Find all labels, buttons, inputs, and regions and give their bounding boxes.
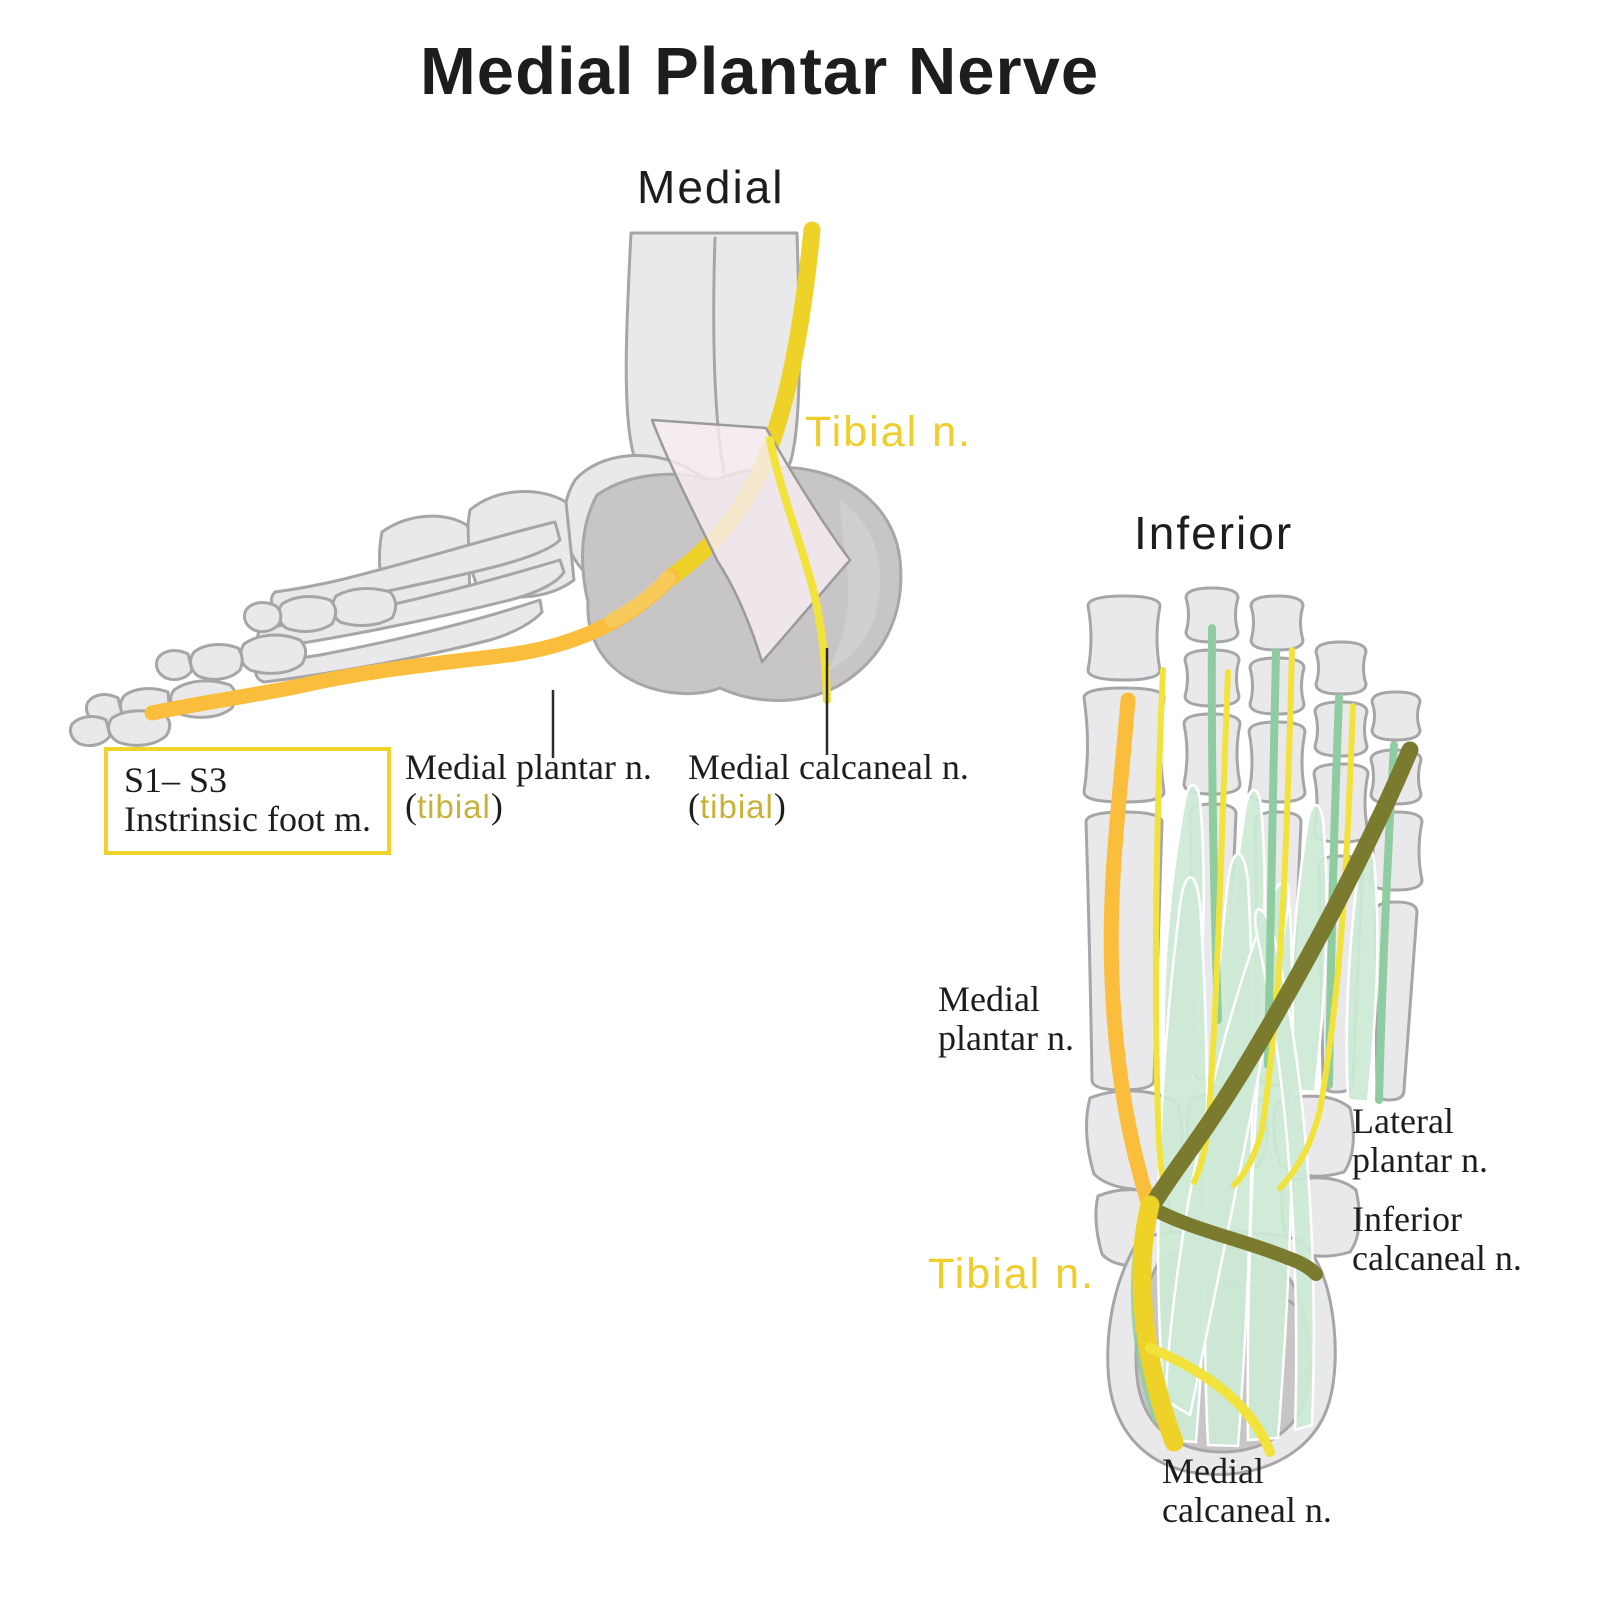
medial-calcaneal-label-medial: Medial calcaneal n. (tibial) [688, 747, 969, 826]
tibial-nerve-path-inferior [1132, 1195, 1184, 1452]
inferior-view-heading: Inferior [1134, 507, 1294, 559]
medial-calcaneal-nerve-path-medial [766, 436, 831, 704]
inferior-calcaneal-label: Inferior calcaneal n. [1352, 1199, 1522, 1278]
nerve-root-box: S1– S3 Instrinsic foot m. [104, 747, 391, 855]
branch-of-tibial: tibial [700, 787, 774, 825]
nerve-transition-segment [604, 570, 676, 628]
nerve-root-target: Instrinsic foot m. [124, 798, 371, 839]
tibial-nerve-label-medial: Tibial n. [805, 408, 972, 456]
medial-calcaneal-nerve-path-inferior [1145, 1343, 1275, 1457]
medial-view-heading: Medial [637, 161, 785, 213]
medial-plantar-nerve-path-inferior [1103, 692, 1156, 1210]
medial-plantar-nerve-path-medial [144, 568, 680, 721]
flexor-retinaculum [650, 418, 852, 664]
branch-of-tibial: tibial [417, 787, 491, 825]
inferior-view-illustration [1082, 586, 1424, 1477]
nerve-root-level: S1– S3 [124, 760, 228, 800]
inferior-calcaneal-nerve-path [1141, 1199, 1323, 1281]
tibial-nerve-label-inferior: Tibial n. [928, 1250, 1095, 1298]
medial-calcaneal-label-inferior: Medial calcaneal n. [1162, 1451, 1332, 1530]
medial-plantar-label-medial: Medial plantar n. (tibial) [405, 747, 652, 826]
medial-plantar-label-inferior: Medial plantar n. [938, 979, 1074, 1058]
medial-view-illustration [68, 221, 903, 758]
lateral-plantar-label: Lateral plantar n. [1352, 1101, 1488, 1180]
page-title: Medial Plantar Nerve [420, 34, 1100, 109]
lateral-plantar-nerve-path [1143, 741, 1419, 1215]
